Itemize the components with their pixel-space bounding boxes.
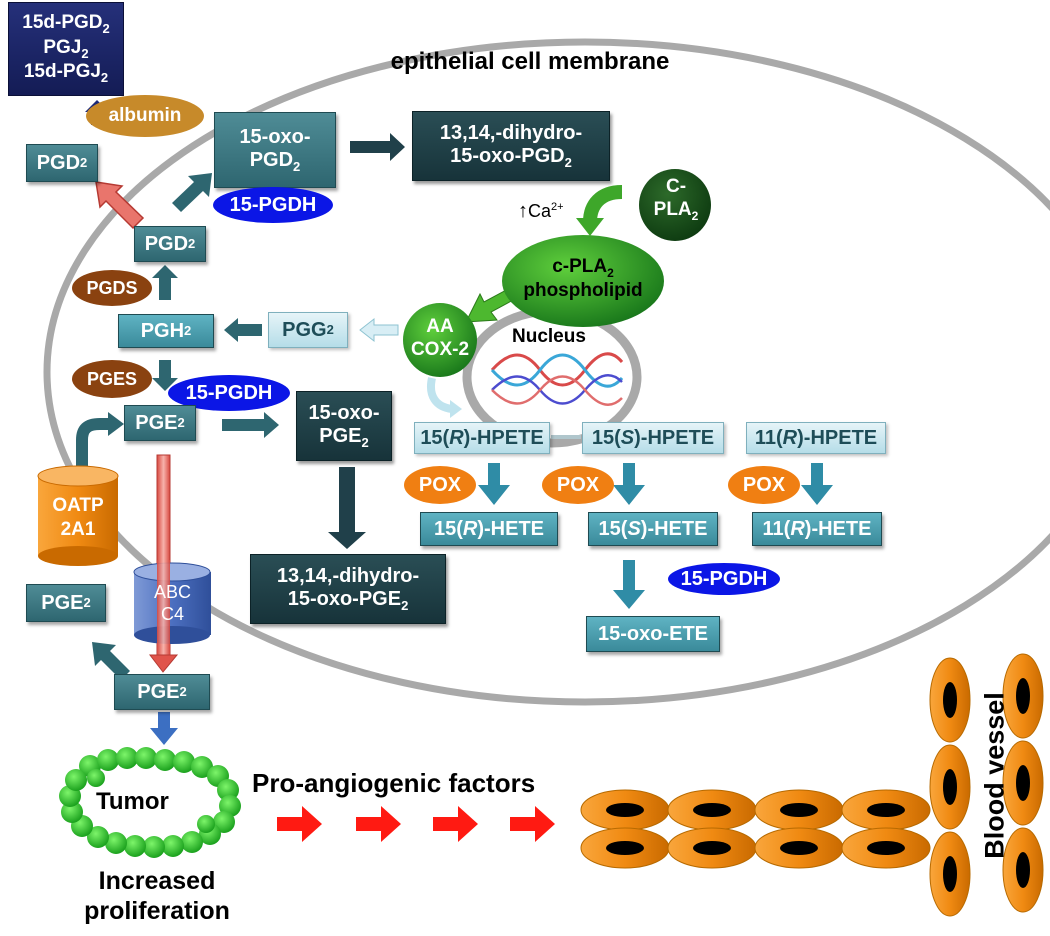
top-metabolites-box: 15d-PGD2 PGJ2 15d-PGJ2 [8,2,124,96]
blood-vessel-label: Blood vessel [979,692,1010,859]
cpla2-phospholipid-ellipse [502,235,664,327]
pox-oval-2: POX [542,466,614,504]
arrow-hpete3-hete3 [801,463,833,505]
arrow-pge-to-tumor [150,712,178,745]
pgdh-oval-top[interactable]: 15-PGDH [213,187,333,223]
pox-oval-3: POX [728,466,800,504]
oatp-transporter-icon [37,465,119,566]
arrow-oxo-pge-down [328,467,366,549]
abcc4-transporter-icon [133,562,211,644]
arrow-oatp-import [76,418,110,478]
hete-15s-box: 15(S)-HETE [588,512,718,546]
increased-proliferation-label: Increased proliferation [84,867,230,925]
cpla2-phospholipid-label: c-PLA2 phospholipid [523,256,643,302]
calcium-label: ↑Ca2+ [518,200,564,222]
dihydro-pge2-box: 13,14,-dihydro- 15-oxo-PGE2 [250,554,446,624]
oxo-ete-box: 15-oxo-ETE [586,616,720,652]
arrow-pgh-to-pgd [152,265,178,300]
arrow-pgd2-to-oxo [172,173,212,212]
aa-cox2-circle [403,303,477,377]
dna-helix-icon [490,352,624,406]
hpete-15r-box: 15(R)-HPETE [414,422,550,454]
oatp-label: OATP 2A1 [52,495,104,540]
hpete-11r-box: 11(R)-HPETE [746,422,886,454]
pox-oval-1: POX [404,466,476,504]
arrow-green-curved [583,185,623,223]
arrow-oxo-to-dihydro-pgd2 [350,133,405,161]
arrow-hete-to-oxoete [613,560,645,609]
albumin-oval: albumin [86,95,204,137]
nucleus-label: Nucleus [512,326,586,347]
cell-membrane [43,38,1050,706]
arrow-hpete1-hete1 [478,463,510,505]
tumor-cells-icon [59,747,241,858]
tumor-label: Tumor [96,788,169,815]
up-arrow-icon: ↑ [518,200,528,222]
arrow-aa-to-pgg [359,317,399,343]
dihydro-pgd2-box: 13,14,-dihydro- 15-oxo-PGD2 [412,111,610,181]
pges-oval: PGES [72,360,152,398]
cpla2-label: C- PLA2 [653,176,699,223]
cpla2-circle [639,169,711,241]
blood-vessel-icon [580,653,1044,917]
hete-11r-box: 11(R)-HETE [752,512,882,546]
oxo-pgd2-box: 15-oxo- PGD2 [214,112,336,188]
oxo-pge2-box: 15-oxo- PGE2 [296,391,392,461]
hete-15r-box: 15(R)-HETE [420,512,558,546]
hpete-15s-box: 15(S)-HPETE [582,422,724,454]
pgdh-oval-bottom[interactable]: 15-PGDH [668,563,780,595]
arrow-pgg-to-pgh [224,318,262,342]
arrow-pge-to-oxo [222,412,279,438]
arrow-pge-extracellular [92,642,130,680]
arrow-cox-to-hpete [427,377,453,413]
arrow-red-diagonal [95,181,145,230]
arrow-hpete2-hete2 [613,463,645,505]
abcc4-label: ABC C4 [153,582,191,624]
red-arrow-row [277,806,555,842]
pro-angiogenic-label: Pro-angiogenic factors [252,768,536,798]
cell-membrane-title: epithelial cell membrane [390,48,670,75]
aa-cox2-label: AA COX-2 [410,316,470,360]
pgds-oval: PGDS [72,270,152,306]
arrow-pgh-to-pge [152,360,178,391]
arrow-red-export-head [148,654,179,673]
